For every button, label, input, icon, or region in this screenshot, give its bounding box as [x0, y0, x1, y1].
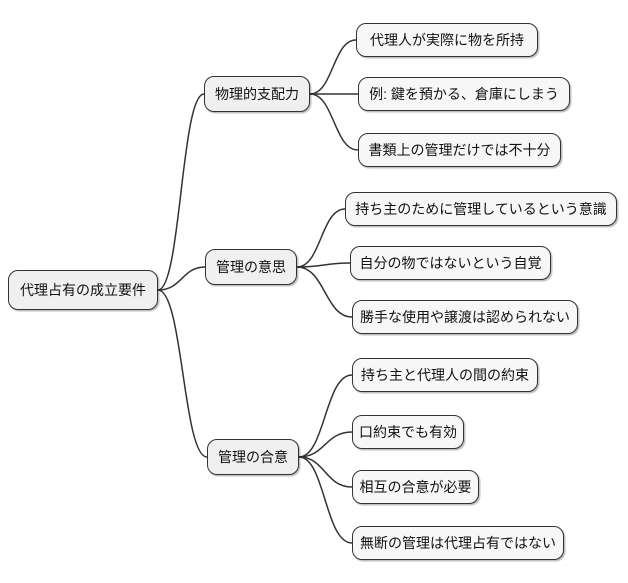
leaf-node-verbal-agreement-valid: 口約束でも有効 — [352, 415, 464, 449]
connector-line — [298, 456, 353, 544]
leaf-node-unauthorized-management-not-proxy-possession: 無断の管理は代理占有ではない — [352, 526, 564, 560]
connector-line — [309, 93, 359, 151]
connector-line — [157, 93, 205, 291]
leaf-node-awareness-not-own-property: 自分の物ではないという自覚 — [350, 246, 551, 280]
branch-node-intent-to-manage: 管理の意思 — [205, 249, 297, 285]
connector-line — [157, 289, 208, 458]
connector-line — [157, 266, 206, 291]
leaf-node-mutual-agreement-required: 相互の合意が必要 — [352, 470, 479, 504]
branch-node-agreement-to-manage: 管理の合意 — [207, 439, 299, 475]
connector-line — [296, 208, 346, 268]
connector-line — [296, 266, 353, 318]
branch-node-physical-control: 物理的支配力 — [204, 76, 310, 112]
leaf-node-paper-management-insufficient: 書類上の管理だけでは不十分 — [358, 133, 561, 167]
connector-line — [296, 262, 351, 268]
leaf-node-agent-actually-holds-item: 代理人が実際に物を所持 — [356, 23, 538, 57]
leaf-node-promise-between-owner-and-agent: 持ち主と代理人の間の約束 — [352, 358, 538, 392]
leaf-node-no-unauthorized-use-or-transfer: 勝手な使用や譲渡は認められない — [352, 300, 578, 334]
connector-line — [298, 374, 353, 458]
leaf-node-example-keys-warehouse: 例: 鍵を預かる、倉庫にしまう — [358, 77, 570, 111]
connector-line — [298, 431, 353, 458]
leaf-node-awareness-managing-for-owner: 持ち主のために管理しているという意識 — [345, 192, 617, 226]
root-node-proxy-possession-requirements: 代理占有の成立要件 — [8, 270, 158, 310]
connector-line — [298, 456, 353, 488]
connector-line — [309, 39, 357, 95]
